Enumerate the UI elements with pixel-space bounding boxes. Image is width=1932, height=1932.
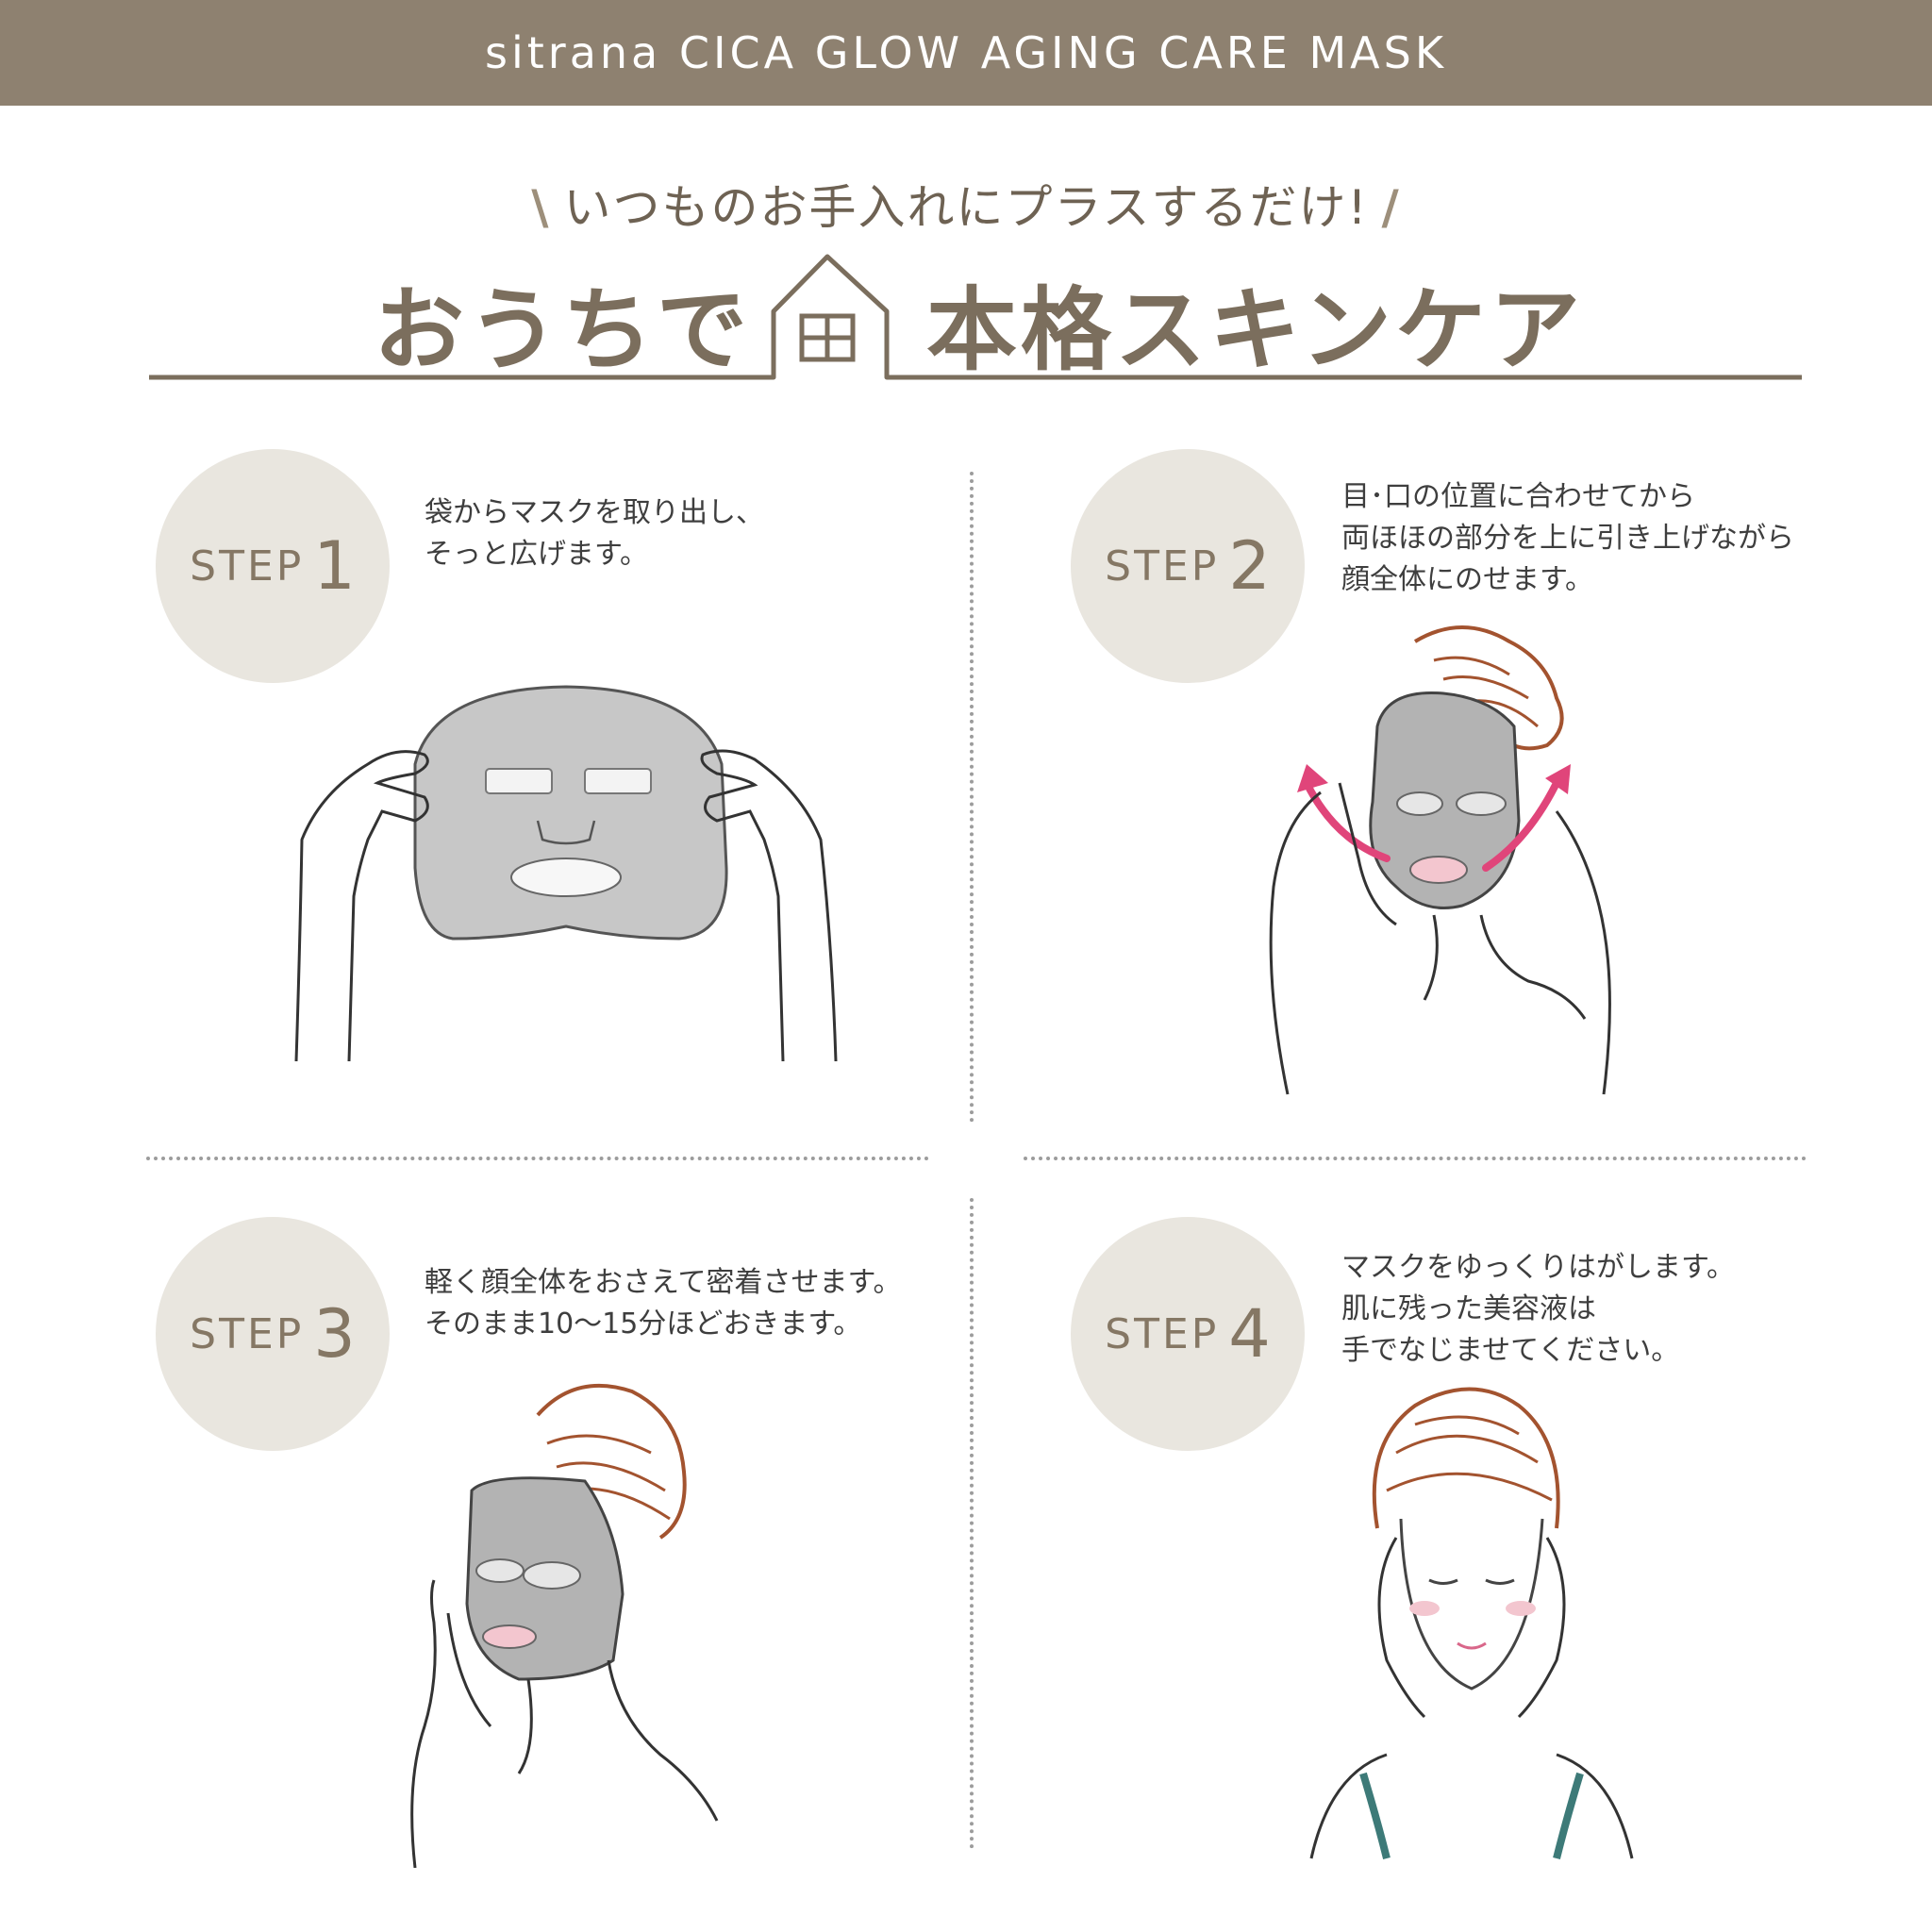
step-word: STEP	[1105, 541, 1220, 591]
step-1-line-2: そっと広げます。	[425, 538, 648, 571]
step-3-line-2: そのまま10～15分ほどおきます。	[425, 1307, 862, 1341]
step-word: STEP	[190, 541, 305, 591]
step-1-instructions: 袋からマスクを取り出し、 そっと広げます。	[425, 492, 764, 575]
step-4-instructions: マスクをゆっくりはがします。 肌に残った美容液は 手でなじませてください。	[1341, 1247, 1735, 1372]
tagline: \いつものお手入れにプラスするだけ!/	[0, 170, 1932, 238]
step-number: 4	[1228, 1295, 1271, 1373]
divider-horizontal-right	[1024, 1157, 1807, 1160]
step-4-line-3: 手でなじませてください。	[1341, 1334, 1680, 1367]
step-2-woman-applying-mask-illustration	[1269, 625, 1611, 1095]
step-3-line-1: 軽く顔全体をおさえて密着させます。	[425, 1266, 902, 1299]
divider-vertical-bottom	[970, 1198, 974, 1849]
step-word: STEP	[190, 1309, 305, 1358]
headline-right: 本格スキンケア	[926, 277, 1585, 383]
step-4-line-1: マスクをゆっくりはがします。	[1341, 1251, 1735, 1284]
step-2-instructions: 目･口の位置に合わせてから 両ほほの部分を上に引き上げながら 顔全体にのせます。	[1341, 476, 1794, 601]
step-2-line-1: 目･口の位置に合わせてから	[1341, 480, 1695, 513]
tagline-left-slash-icon: \	[531, 180, 551, 235]
step-number: 2	[1228, 527, 1271, 605]
divider-vertical-top	[970, 472, 974, 1123]
step-number: 3	[313, 1295, 356, 1373]
step-4-line-2: 肌に残った美容液は	[1341, 1292, 1596, 1325]
banner-title: sitrana CICA GLOW AGING CARE MASK	[485, 27, 1447, 78]
step-4-woman-smoothing-skin-illustration	[1309, 1387, 1634, 1859]
step-2-line-2: 両ほほの部分を上に引き上げながら	[1341, 522, 1794, 555]
step-3-woman-pressing-mask-illustration	[410, 1383, 719, 1868]
tagline-text: いつものお手入れにプラスするだけ!	[563, 180, 1369, 235]
step-word: STEP	[1105, 1309, 1220, 1358]
step-number: 1	[313, 527, 356, 605]
step-1-line-1: 袋からマスクを取り出し、	[425, 496, 764, 529]
divider-horizontal-left	[146, 1157, 929, 1160]
step-1-mask-hands-illustration	[294, 685, 838, 1062]
house-underline-icon	[149, 254, 1802, 380]
step-2-line-3: 顔全体にのせます。	[1341, 563, 1593, 596]
tagline-right-slash-icon: /	[1381, 180, 1401, 235]
step-3-instructions: 軽く顔全体をおさえて密着させます。 そのまま10～15分ほどおきます。	[425, 1262, 902, 1345]
header-banner: sitrana CICA GLOW AGING CARE MASK	[0, 0, 1932, 106]
headline-left: おうちで	[374, 277, 751, 383]
